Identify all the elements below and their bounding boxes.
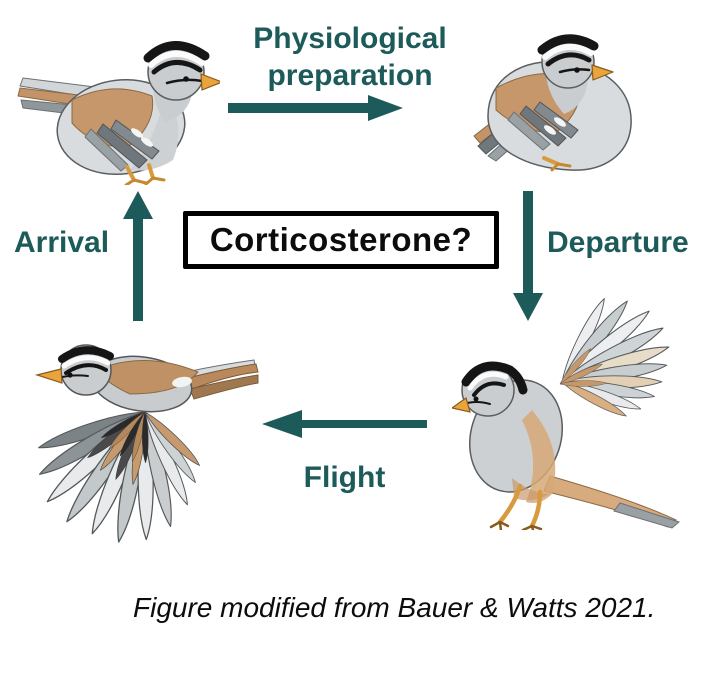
corticosterone-box-label: Corticosterone? (209, 221, 473, 258)
figure-caption: Figure modified from Bauer & Watts 2021. (133, 592, 656, 623)
bird-taking-off-illustration (452, 298, 681, 530)
bird-perched-fattened-illustration (473, 34, 632, 172)
physiological-preparation-label: Physiological preparation (253, 22, 447, 92)
arrow-right-icon (228, 93, 403, 123)
arrival-label: Arrival (14, 226, 110, 259)
bird-perched-lean-illustration (17, 41, 220, 185)
arrow-up-icon (122, 191, 154, 321)
bird-in-flight-illustration (34, 344, 259, 543)
corticosterone-box: Corticosterone? (183, 211, 499, 269)
flight-label: Flight (303, 461, 386, 494)
departure-label: Departure (547, 226, 689, 259)
arrow-down-icon (512, 191, 544, 321)
arrow-left-icon (262, 409, 427, 439)
